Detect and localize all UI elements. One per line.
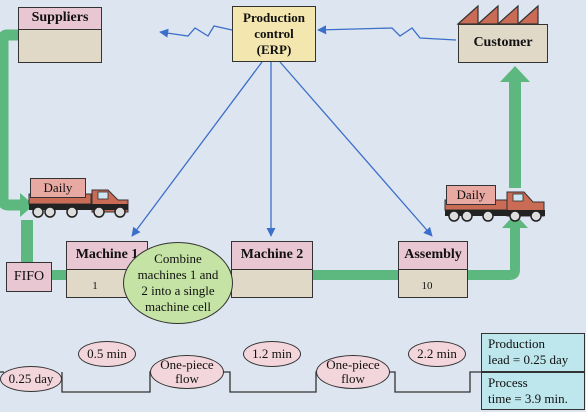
production-control-line3: (ERP): [256, 42, 292, 57]
kaizen-line2: machines 1 and: [137, 267, 219, 282]
machine2-label: Machine 2: [232, 242, 312, 270]
info-arrow-to-machine1: [131, 61, 263, 237]
kaizen-cell-bubble: Combine machines 1 and 2 into a single m…: [123, 242, 233, 324]
info-arrow-from-customer: [317, 25, 457, 41]
timeline-flow-2-line1: One-piece: [326, 357, 380, 372]
customer-label: Customer: [473, 35, 533, 50]
machine2-to-assembly: [313, 270, 399, 280]
timeline-flow-2: One-piece flow: [316, 355, 390, 389]
timeline-flow-1: One-piece flow: [150, 355, 224, 389]
machine2-box: Machine 2: [231, 241, 313, 298]
timeline-flow-1-line1: One-piece: [160, 357, 214, 372]
summary-lead-line1: Production: [488, 336, 546, 351]
timeline-line: [61, 371, 482, 393]
summary-lead-line2: lead = 0.25 day: [488, 352, 569, 367]
truck-out-icon: [444, 191, 545, 222]
kaizen-line3: 2 into a single: [141, 283, 215, 298]
fifo-box: FIFO: [6, 262, 52, 292]
timeline-cycle-time-2: 1.2 min: [243, 341, 301, 367]
timeline-flow-2-line2: flow: [341, 371, 365, 386]
timeline-cycle-time-3: 2.2 min: [408, 341, 466, 367]
truck-in-label: Daily: [30, 178, 86, 198]
suppliers-box: Suppliers: [18, 7, 102, 63]
production-control-box: Production control (ERP): [232, 6, 316, 62]
customer-arrowhead: [500, 66, 530, 82]
machine1-operator-count: 1: [92, 280, 98, 292]
supplier-flow-arrowhead: [20, 193, 34, 217]
summary-process-line1: Process: [488, 375, 528, 390]
kaizen-line4: machine cell: [144, 299, 212, 314]
production-control-line1: Production: [243, 10, 305, 25]
suppliers-label: Suppliers: [19, 8, 101, 30]
summary-lead-box: Production lead = 0.25 day: [481, 333, 585, 372]
supplier-flow-arrow: [0, 29, 22, 211]
fifo-label: FIFO: [13, 269, 45, 284]
timeline-flow-1-line2: flow: [175, 371, 199, 386]
timeline-inventory-days: 0.25 day: [0, 366, 62, 392]
truck-to-customer: [509, 80, 521, 188]
fifo-connector: [21, 220, 33, 266]
info-arrow-to-assembly: [279, 61, 433, 237]
truck-in-icon: [28, 189, 129, 218]
kaizen-line1: Combine: [154, 251, 202, 266]
assembly-label: Assembly: [399, 242, 467, 270]
customer-box: Customer: [458, 24, 548, 63]
summary-process-box: Process time = 3.9 min.: [481, 372, 585, 410]
assembly-box: Assembly: [398, 241, 468, 298]
fifo-to-machine1: [50, 270, 66, 280]
truck-out-label: Daily: [446, 185, 496, 205]
summary-process-line2: time = 3.9 min.: [488, 391, 568, 406]
assembly-to-shipping: [464, 225, 520, 280]
timeline-cycle-time-1: 0.5 min: [78, 341, 136, 367]
production-control-line2: control: [254, 26, 294, 41]
info-arrow-to-suppliers: [159, 25, 233, 38]
customer-factory-roof: [456, 4, 539, 26]
assembly-operator-count: 10: [421, 280, 433, 292]
